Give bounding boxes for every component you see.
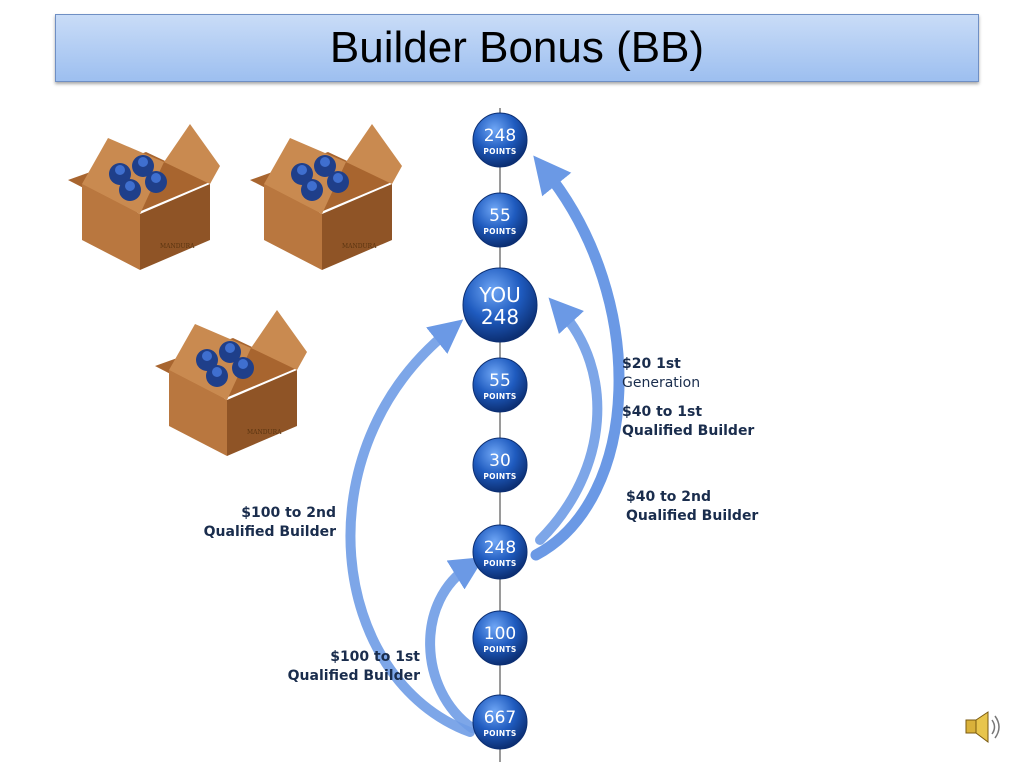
svg-text:Generation: Generation [622,375,700,391]
svg-text:Qualified Builder: Qualified Builder [626,508,758,524]
title-bar: Builder Bonus (BB) [55,14,979,82]
label-second-builder-100: $100 to 2nd Qualified Builder [204,505,336,540]
node-4: 30 POINTS [472,437,528,493]
svg-text:30: 30 [489,451,511,471]
node-2: 55 POINTS [472,192,528,248]
svg-text:248: 248 [481,305,519,329]
arrow-second-builder-100 [345,319,475,737]
box-brand-label: MANDURA [160,243,195,250]
svg-text:Qualified Builder: Qualified Builder [204,524,336,540]
label-first-generation: $20 1st Generation [622,356,700,391]
label-first-builder-100: $100 to 1st Qualified Builder [288,649,421,684]
svg-text:POINTS: POINTS [483,645,516,654]
svg-text:POINTS: POINTS [483,392,516,401]
svg-text:POINTS: POINTS [483,227,516,236]
svg-text:100: 100 [484,624,516,644]
product-box-icon: MANDURA [250,124,402,270]
svg-text:POINTS: POINTS [483,472,516,481]
svg-text:$20 1st: $20 1st [622,356,681,372]
product-box-icon: MANDURA [68,124,220,270]
svg-text:55: 55 [489,206,511,226]
svg-text:Qualified Builder: Qualified Builder [622,423,754,439]
product-box-icon: MANDURA [155,310,307,456]
node-you: YOU 248 [462,267,538,343]
label-second-builder-40: $40 to 2nd Qualified Builder [626,489,758,524]
arrow-first-builder-40 [535,297,603,545]
arrow-first-generation [530,155,625,561]
node-5: 248 POINTS [472,524,528,580]
svg-text:Qualified Builder: Qualified Builder [288,668,420,684]
svg-text:667: 667 [484,708,516,728]
box-brand-label: MANDURA [342,243,377,250]
node-3: 55 POINTS [472,357,528,413]
svg-text:POINTS: POINTS [483,729,516,738]
box-brand-label: MANDURA [247,429,282,436]
page-title: Builder Bonus (BB) [329,23,705,72]
svg-text:POINTS: POINTS [483,147,516,156]
svg-text:$40 to 1st: $40 to 1st [622,404,702,420]
node-6: 100 POINTS [472,610,528,666]
arrow-first-builder-100 [425,557,485,733]
svg-text:55: 55 [489,371,511,391]
label-first-builder-40: $40 to 1st Qualified Builder [622,404,754,439]
svg-text:248: 248 [484,126,516,146]
svg-text:$40 to 2nd: $40 to 2nd [626,489,711,505]
svg-text:$100 to 2nd: $100 to 2nd [241,505,336,521]
node-1: 248 POINTS [472,112,528,168]
node-7: 667 POINTS [472,694,528,750]
speaker-icon[interactable] [965,711,1000,743]
svg-text:YOU: YOU [478,283,521,307]
svg-text:$100 to 1st: $100 to 1st [330,649,420,665]
svg-text:POINTS: POINTS [483,559,516,568]
svg-text:248: 248 [484,538,516,558]
